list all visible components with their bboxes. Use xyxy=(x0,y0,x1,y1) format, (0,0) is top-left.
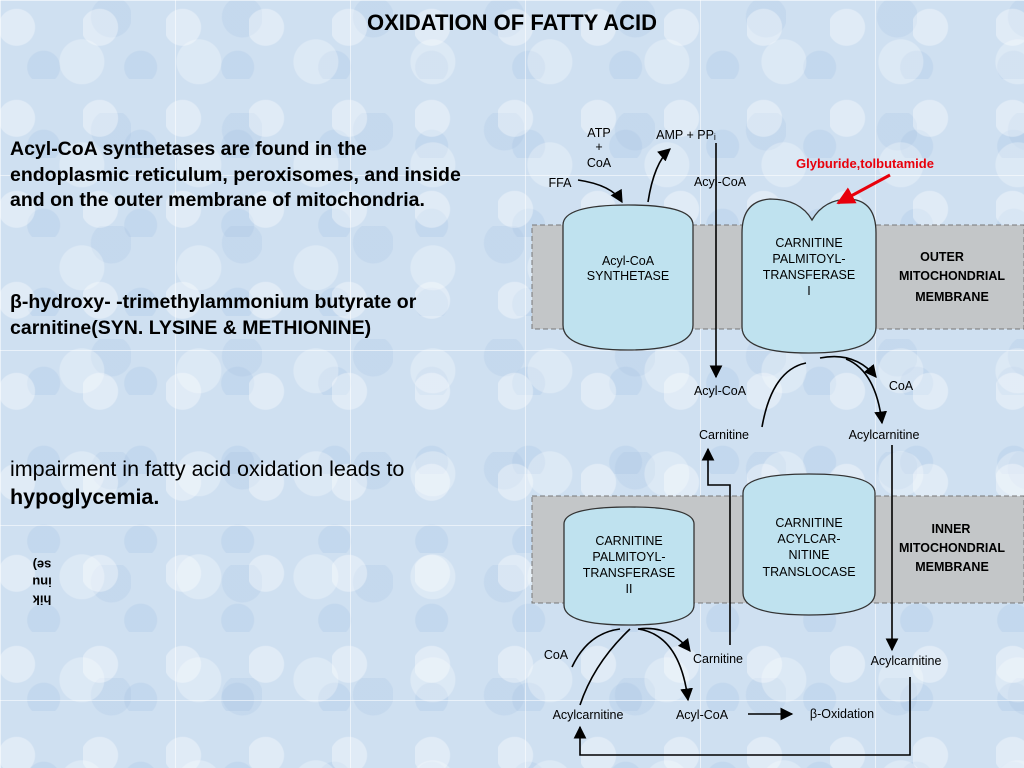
ffa-label: FFA xyxy=(549,176,573,190)
atp-label: ATP xyxy=(587,126,610,140)
cpt2-line2: PALMITOYL- xyxy=(592,550,665,564)
outer-label-line3: MEMBRANE xyxy=(915,290,989,304)
carnitine-matrix-label: Carnitine xyxy=(693,652,743,666)
carnitine-shuttle-diagram: ATP + CoA AMP + PPᵢ FFA Acyl-CoA Glyburi… xyxy=(531,126,1024,756)
cpt2-reaction-arrow-right xyxy=(637,628,693,702)
inner-label-line2: MITOCHONDRIAL xyxy=(899,541,1005,555)
hypoglycemia-word: hypoglycemia. xyxy=(10,485,160,510)
inhibitor-label: Glyburide,tolbutamide xyxy=(796,156,934,171)
acylcarnitine-mid-label: Acylcarnitine xyxy=(849,428,920,442)
cpt1-line1: CARNITINE xyxy=(775,236,842,250)
cpt2-line4: II xyxy=(626,582,633,596)
coa-mid-label: CoA xyxy=(889,379,914,393)
translocase-line2: ACYLCAR- xyxy=(777,532,840,546)
page-title: OXIDATION OF FATTY ACID xyxy=(366,10,658,35)
inhibitor-arrow xyxy=(836,173,891,205)
hypoglycemia-note-prefix: impairment in fatty acid oxidation leads… xyxy=(10,457,405,481)
cpt1-reaction-arrow-right xyxy=(845,358,888,425)
ffa-to-synthetase-arrow xyxy=(577,179,623,204)
cpt1-line4: I xyxy=(807,284,810,298)
cpt2-line1: CARNITINE xyxy=(595,534,662,548)
acyl-coa-synthetase-location-text: Acyl-CoA synthetases are found in the en… xyxy=(10,138,461,212)
cpt2-substrate-arrow xyxy=(579,628,631,706)
acyl-coa-synthetase-protein xyxy=(562,204,694,351)
outer-label-line1: OUTER xyxy=(920,250,964,264)
coa-release-arrow xyxy=(819,355,877,378)
translocase-line1: CARNITINE xyxy=(775,516,842,530)
carnitine-definition-text: β-hydroxy- -trimethylammonium butyrate o… xyxy=(10,291,417,339)
carnitine-return-arrow xyxy=(701,447,731,645)
cpt2-reaction-arrow-left xyxy=(571,628,621,668)
acylcarnitine-matrix-right-label: Acylcarnitine xyxy=(871,654,942,668)
outer-label-line2: MITOCHONDRIAL xyxy=(899,269,1005,283)
translocase-line4: TRANSLOCASE xyxy=(762,565,855,579)
translocase-line3: NITINE xyxy=(789,548,830,562)
acyl-coa-mid-label: Acyl-CoA xyxy=(694,384,747,398)
coa-matrix-label: CoA xyxy=(544,648,569,662)
translocase-protein xyxy=(742,473,876,616)
vertical-label: hikinuse) xyxy=(32,557,52,608)
acylcarnitine-matrix-left-label: Acylcarnitine xyxy=(553,708,624,722)
beta-oxidation-label: β-Oxidation xyxy=(810,707,874,721)
inner-label-line1: INNER xyxy=(932,522,971,536)
inner-label-line3: MEMBRANE xyxy=(915,560,989,574)
cpt2-line3: TRANSFERASE xyxy=(583,566,675,580)
acyl-coa-top-label: Acyl-CoA xyxy=(694,175,747,189)
carnitine-release-arrow xyxy=(637,627,691,653)
cpt2-protein xyxy=(563,506,695,626)
synthetase-to-amp-arrow xyxy=(647,148,671,203)
plus-label: + xyxy=(595,140,602,154)
synthetase-line1: Acyl-CoA xyxy=(602,254,655,268)
hypoglycemia-note: impairment in fatty acid oxidation leads… xyxy=(10,455,510,512)
cpt1-protein xyxy=(741,198,877,354)
acylcarnitine-return-arrow xyxy=(573,677,911,756)
amp-ppi-label: AMP + PPᵢ xyxy=(656,128,716,142)
cpt1-reaction-arrow-left xyxy=(761,362,807,428)
cpt1-line3: TRANSFERASE xyxy=(763,268,855,282)
acyl-coa-matrix-label: Acyl-CoA xyxy=(676,708,729,722)
coa-top-label: CoA xyxy=(587,156,612,170)
cpt1-line2: PALMITOYL- xyxy=(772,252,845,266)
carnitine-mid-label: Carnitine xyxy=(699,428,749,442)
synthetase-line2: SYNTHETASE xyxy=(587,269,669,283)
